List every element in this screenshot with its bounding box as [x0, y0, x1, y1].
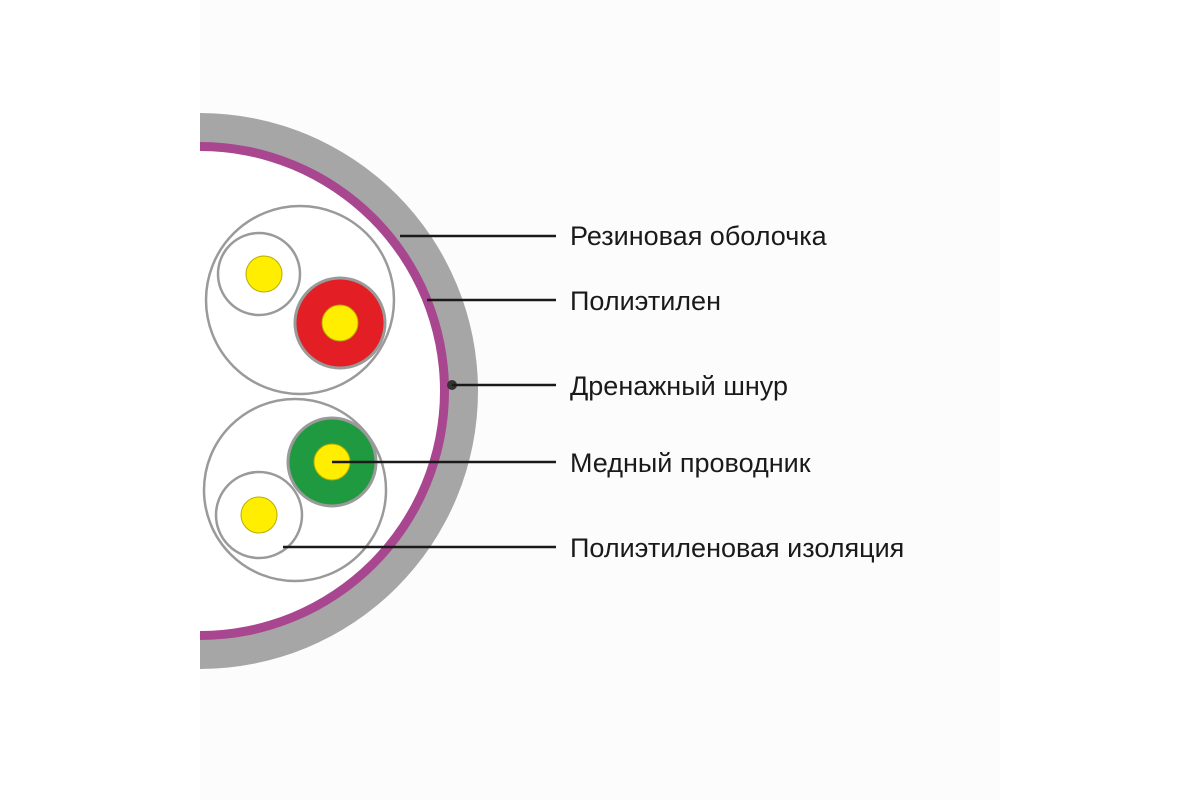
- label-copper-conductor: Медный проводник: [570, 448, 811, 478]
- label-jacket: Резиновая оболочка: [570, 221, 827, 251]
- label-drain-wire: Дренажный шнур: [570, 371, 788, 401]
- red-conductor: [321, 304, 359, 342]
- upper-white-conductor: [245, 255, 283, 293]
- label-polyethylene: Полиэтилен: [570, 286, 721, 316]
- label-insulation: Полиэтиленовая изоляция: [570, 533, 905, 563]
- lower-pair-outline: [202, 397, 388, 583]
- lower-white-conductor: [240, 496, 278, 534]
- upper-pair-outline: [204, 204, 396, 396]
